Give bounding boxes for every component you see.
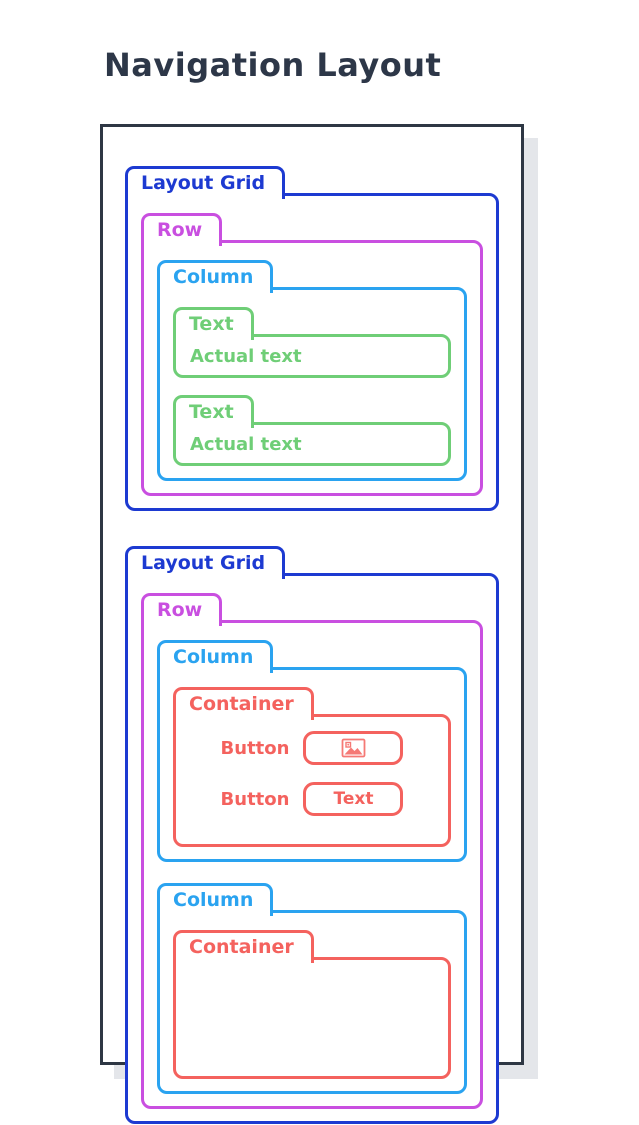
- image-button: [303, 731, 404, 765]
- row-box-1: Row Column Text Actual text Text Actual: [141, 213, 483, 496]
- column-label: Column: [173, 889, 254, 911]
- text-label: Text: [189, 313, 234, 335]
- layout-grid-tab: Layout Grid: [125, 546, 286, 579]
- container-content: Button Button: [189, 717, 435, 832]
- column-label: Column: [173, 266, 254, 288]
- empty-container-content: [189, 960, 435, 1064]
- button-row-1: Button: [189, 731, 435, 765]
- column-box-1: Column Text Actual text Text Actual text: [157, 260, 467, 481]
- row-label: Row: [157, 219, 203, 241]
- text-tab: Text: [173, 395, 254, 428]
- button-annotation: Button: [220, 788, 290, 810]
- container-box-1: Container Button: [173, 687, 451, 847]
- column-label: Column: [173, 646, 254, 668]
- text-box-1: Text Actual text: [173, 307, 451, 378]
- column-tab: Column: [157, 260, 274, 293]
- image-icon: [341, 738, 366, 758]
- column-box-3: Column Container: [157, 883, 467, 1094]
- layout-grid-label: Layout Grid: [141, 172, 266, 194]
- row-label: Row: [157, 599, 203, 621]
- text-button: Text: [303, 782, 404, 816]
- column-box-2: Column Container Button: [157, 640, 467, 862]
- layout-grid-tab: Layout Grid: [125, 166, 286, 199]
- text-content: Actual text: [190, 345, 302, 367]
- text-content: Actual text: [190, 433, 302, 455]
- button-row-2: Button Text: [189, 782, 435, 816]
- container-tab: Container: [173, 930, 314, 963]
- text-tab: Text: [173, 307, 254, 340]
- layout-grid-box-1: Layout Grid Row Column Text Actual text: [125, 166, 499, 511]
- layout-grid-label: Layout Grid: [141, 552, 266, 574]
- row-tab: Row: [141, 593, 223, 626]
- page-title: Navigation Layout: [104, 46, 442, 84]
- container-label: Container: [189, 936, 294, 958]
- row-box-2: Row Column Container Button: [141, 593, 483, 1109]
- text-box-2: Text Actual text: [173, 395, 451, 466]
- row-tab: Row: [141, 213, 223, 246]
- container-tab: Container: [173, 687, 314, 720]
- column-tab: Column: [157, 883, 274, 916]
- column-tab: Column: [157, 640, 274, 673]
- layout-grid-box-2: Layout Grid Row Column Container Button: [125, 546, 499, 1124]
- text-label: Text: [189, 401, 234, 423]
- container-label: Container: [189, 693, 294, 715]
- diagram-frame: Layout Grid Row Column Text Actual text: [100, 124, 524, 1124]
- text-button-label: Text: [333, 789, 374, 809]
- container-box-2: Container: [173, 930, 451, 1079]
- button-annotation: Button: [220, 737, 290, 759]
